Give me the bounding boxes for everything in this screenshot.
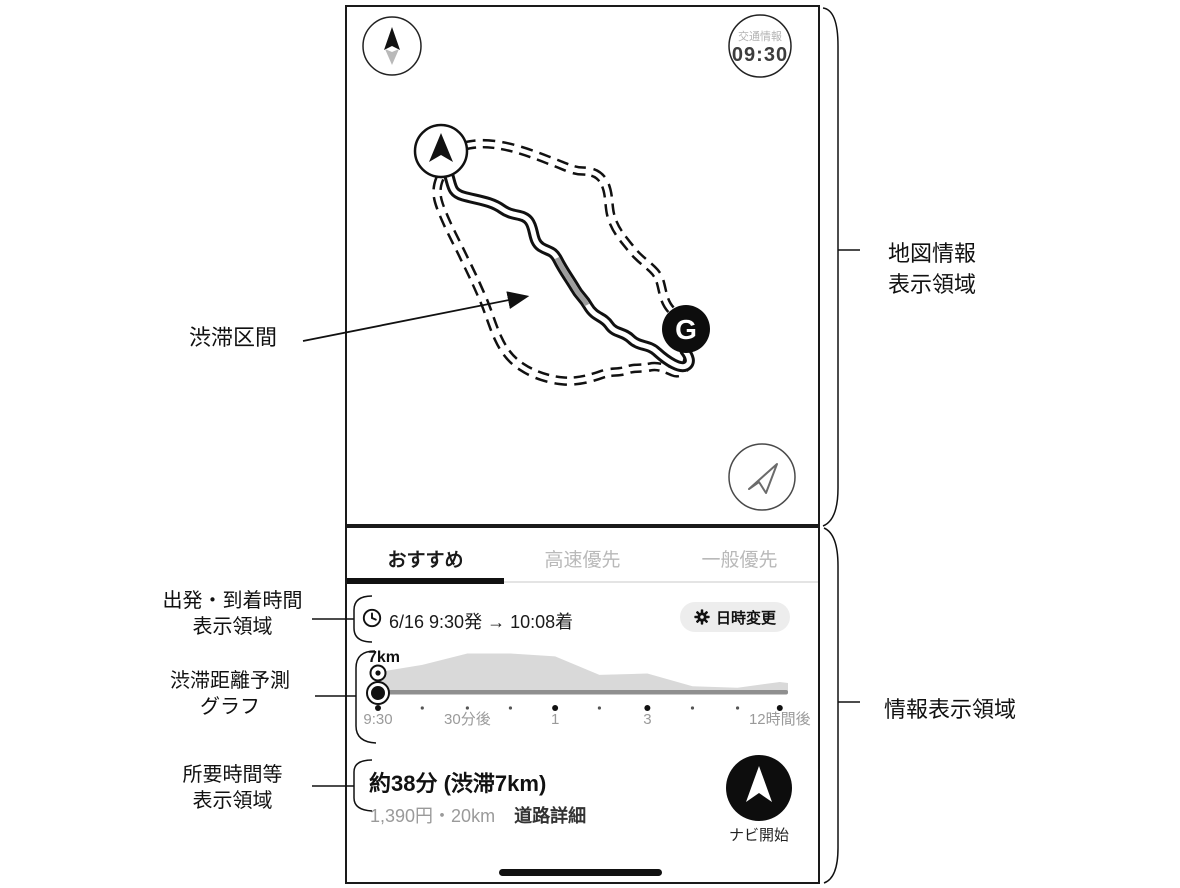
tick-dot xyxy=(552,705,559,711)
current-position-marker xyxy=(413,123,469,179)
callout-departure-arrival: 出発・到着時間 表示領域 xyxy=(162,590,303,638)
change-datetime-label: 日時変更 xyxy=(715,609,776,627)
tick-dot xyxy=(375,705,381,711)
timeline-bar xyxy=(378,690,788,695)
current-congestion-label: 7km xyxy=(368,649,400,666)
navigation-arrow-icon xyxy=(746,766,772,802)
traffic-info-label: 交通情報 xyxy=(738,29,782,43)
departure-arrival-text: 6/16 9:30発 → 10:08着 xyxy=(389,612,574,632)
tab-general-priority[interactable]: 一般優先 xyxy=(701,550,778,571)
position-arrow-icon xyxy=(429,133,453,162)
fare-distance-text: 1,390円・20km xyxy=(370,806,496,826)
congestion-prediction-graph[interactable]: 9:30 30分後 1 3 12時間後 7km xyxy=(345,638,820,730)
callout-congestion-graph: 渋滞距離予測 グラフ xyxy=(170,670,290,718)
tick-dot xyxy=(644,705,651,711)
callout-duration-area: 所要時間等 表示領域 xyxy=(182,764,283,812)
change-datetime-button[interactable]: 日時変更 xyxy=(679,602,790,632)
callout-info-area: 情報表示領域 xyxy=(884,697,1017,722)
route-main xyxy=(440,162,695,373)
nav-start-label: ナビ開始 xyxy=(728,827,789,844)
active-tab-underline xyxy=(347,578,504,584)
tick-dot xyxy=(420,706,424,710)
nav-start-button[interactable] xyxy=(726,755,792,821)
x-tick-label: 1 xyxy=(551,711,559,728)
callout-congestion-segment: 渋滞区間 xyxy=(188,325,277,350)
goal-marker: G xyxy=(662,305,710,353)
tick-dot xyxy=(776,705,783,711)
compass-south-needle-icon xyxy=(385,49,399,65)
fare-distance-row: 1,390円・20km 道路詳細 xyxy=(370,802,586,828)
info-area-bracket xyxy=(823,527,860,884)
congestion-segment xyxy=(554,256,590,307)
route-tabs: おすすめ 高速優先 一般優先 xyxy=(347,544,818,578)
compass-north-needle-icon xyxy=(384,27,400,50)
x-tick-label: 9:30 xyxy=(363,711,392,728)
tick-dot xyxy=(735,706,740,710)
traffic-info-badge[interactable]: 交通情報 09:30 xyxy=(728,14,792,78)
route-alternative-lower xyxy=(432,176,693,386)
tab-divider xyxy=(347,581,818,583)
callout-map-area: 地図情報 表示領域 xyxy=(888,241,977,297)
tick-dot xyxy=(597,706,602,710)
tab-recommended[interactable]: おすすめ xyxy=(387,550,464,571)
tick-dot xyxy=(690,706,695,710)
gear-icon xyxy=(694,609,710,625)
goal-label: G xyxy=(675,314,697,345)
info-display-area: おすすめ 高速優先 一般優先 6/16 9:30発 → 10:08着 xyxy=(345,526,820,884)
congestion-area-series xyxy=(378,653,788,692)
compass-button[interactable] xyxy=(362,16,422,76)
x-tick-label: 3 xyxy=(643,711,651,728)
home-indicator-bar[interactable] xyxy=(499,869,662,876)
traffic-info-time: 09:30 xyxy=(732,44,788,66)
tick-dot xyxy=(465,706,469,710)
map-area-bracket xyxy=(822,7,860,527)
x-tick-label: 30分後 xyxy=(444,711,491,728)
road-detail-link[interactable]: 道路詳細 xyxy=(514,806,587,826)
route-alternative-upper xyxy=(462,138,682,321)
graph-time-slider[interactable] xyxy=(366,664,390,705)
map-canvas: G 交通情報 09:30 xyxy=(362,14,796,511)
location-arrow-icon xyxy=(748,463,778,494)
x-tick-label: 12時間後 xyxy=(749,711,811,728)
map-display-area: G 交通情報 09:30 xyxy=(345,5,820,526)
clock-icon xyxy=(362,608,382,628)
duration-summary: 約38分 (渋滞7km) xyxy=(369,771,547,796)
tick-dot xyxy=(508,706,513,710)
my-location-button[interactable] xyxy=(728,443,796,511)
tab-highway-priority[interactable]: 高速優先 xyxy=(544,550,621,571)
